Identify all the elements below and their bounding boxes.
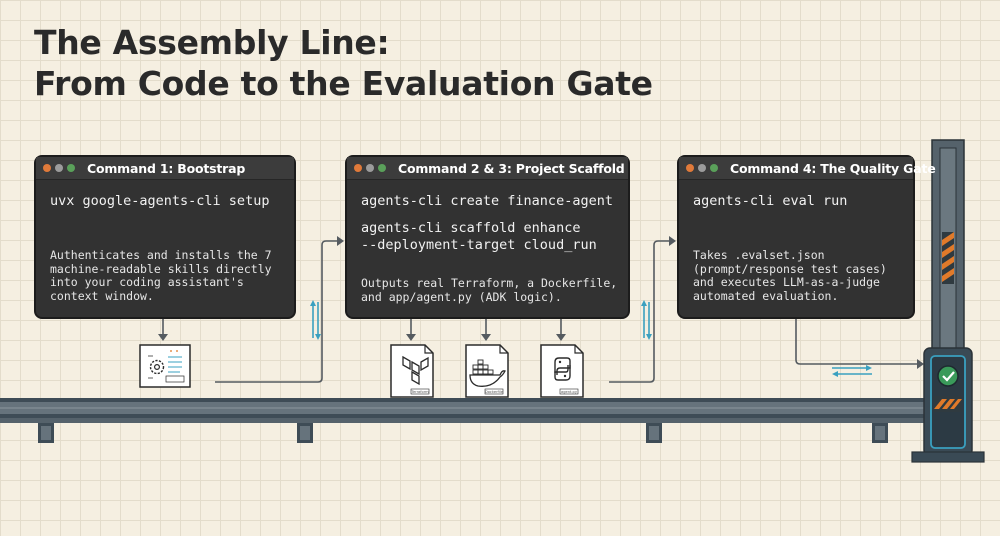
window-maximize-dot: [710, 164, 718, 172]
window-close-dot: [354, 164, 362, 172]
belt-support-leg-3: [646, 423, 662, 443]
panel-header: Command 1: Bootstrap: [36, 157, 294, 180]
panel-title: Command 4: The Quality Gate: [730, 160, 936, 176]
panel-description: Takes .evalset.json (prompt/response tes…: [693, 248, 887, 303]
terraform-file-label: Terraform: [410, 390, 429, 394]
docker-file-label: Dockerfile: [485, 390, 504, 394]
title-line-2: From Code to the Evaluation Gate: [34, 64, 653, 103]
panel-bootstrap: Command 1: Bootstrap uvx google-agents-c…: [34, 155, 296, 319]
docker-file-icon: Dockerfile: [465, 344, 509, 398]
window-close-dot: [43, 164, 51, 172]
connector-settings-to-panel2: [215, 240, 338, 383]
panel-title: Command 1: Bootstrap: [87, 160, 246, 176]
belt-support-leg-1: [38, 423, 54, 443]
python-file-icon: agent.py: [540, 344, 584, 398]
belt-support-leg-4: [872, 423, 888, 443]
python-file-label: agent.py: [561, 390, 578, 394]
panel-project-scaffold: Command 2 & 3: Project Scaffold agents-c…: [345, 155, 630, 319]
command-text: agents-cli create finance-agent agents-c…: [361, 193, 613, 253]
panel-title: Command 2 & 3: Project Scaffold: [398, 160, 625, 176]
window-close-dot: [686, 164, 694, 172]
panel-header: Command 4: The Quality Gate: [679, 157, 936, 180]
motion-indicators: [310, 300, 872, 377]
connector-panel3-to-gate: [795, 318, 918, 365]
window-maximize-dot: [67, 164, 75, 172]
gate-check-icon: [937, 365, 959, 387]
hazard-stripes-upper: [942, 232, 954, 282]
panel-quality-gate: Command 4: The Quality Gate agents-cli e…: [677, 155, 936, 319]
flow-connectors: [162, 240, 918, 383]
window-maximize-dot: [378, 164, 386, 172]
command-text: uvx google-agents-cli setup: [50, 193, 270, 209]
window-minimize-dot: [698, 164, 706, 172]
command-text: agents-cli eval run: [693, 193, 848, 209]
quality-gate: [911, 139, 985, 463]
hazard-stripes-lower: [934, 399, 962, 409]
panel-header: Command 2 & 3: Project Scaffold: [347, 157, 628, 180]
settings-file-icon: [139, 344, 191, 388]
terraform-file-icon: Terraform: [390, 344, 434, 398]
page-title: The Assembly Line: From Code to the Eval…: [34, 22, 653, 104]
conveyor-belt: [0, 398, 930, 443]
window-minimize-dot: [366, 164, 374, 172]
connector-python-to-panel3: [609, 240, 670, 383]
title-line-1: The Assembly Line:: [34, 23, 390, 62]
belt-support-leg-2: [297, 423, 313, 443]
panel-description: Authenticates and installs the 7 machine…: [50, 248, 272, 303]
panel-description: Outputs real Terraform, a Dockerfile, an…: [361, 276, 618, 304]
window-minimize-dot: [55, 164, 63, 172]
arrowheads: [158, 236, 924, 369]
